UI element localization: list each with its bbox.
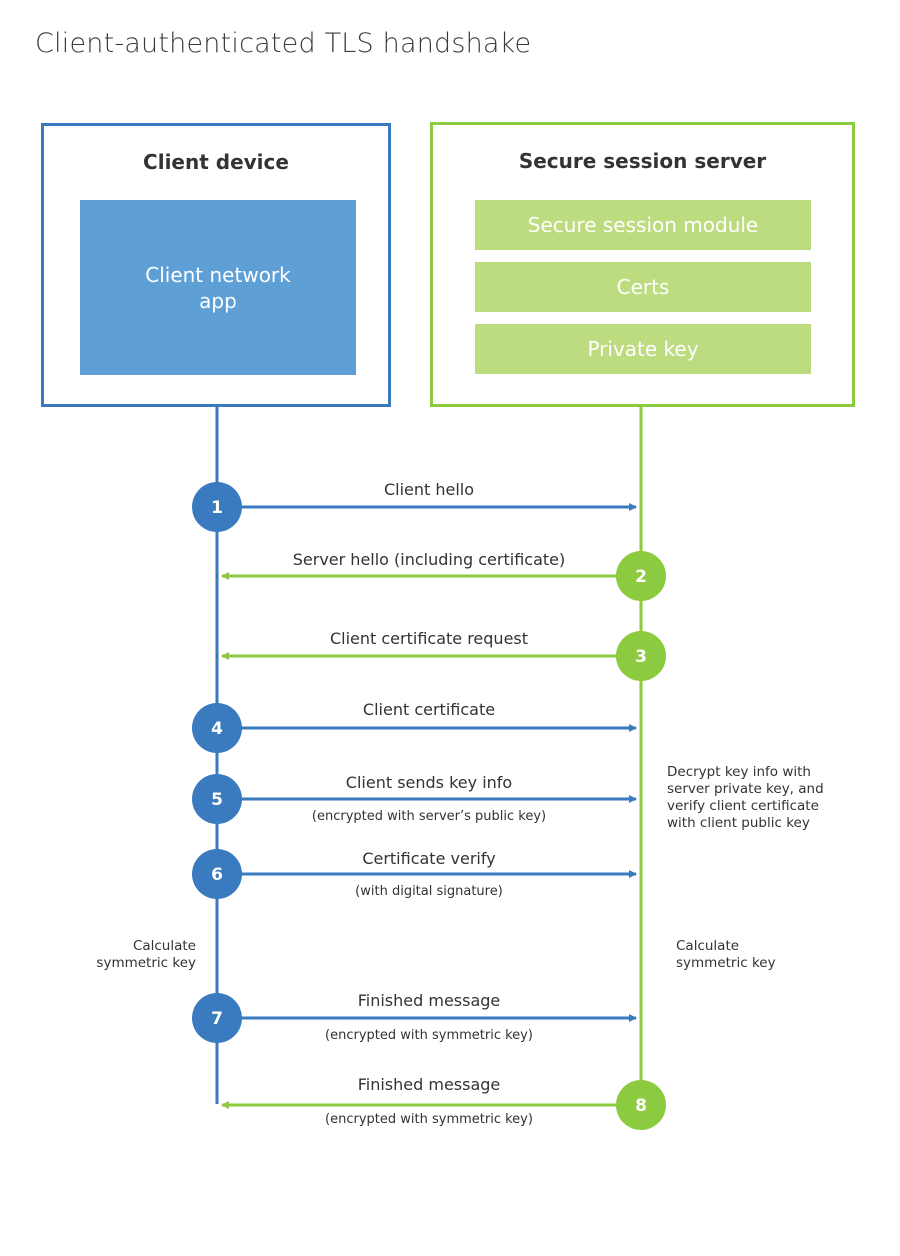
step-7-label: Finished message	[357, 991, 501, 1010]
private-key-block: Private key	[475, 324, 811, 374]
step-6-badge	[192, 849, 242, 899]
secure-session-server-box: Secure session server Secure session mod…	[430, 122, 855, 407]
client-network-app-block: Client network app	[80, 200, 356, 375]
step-1-label: Client hello	[383, 480, 475, 499]
step-5-badge	[192, 774, 242, 824]
step-8-badge	[616, 1080, 666, 1130]
server-calculate-note: Calculate symmetric key	[676, 938, 776, 971]
step-1-number: 1	[211, 498, 223, 518]
step-4-badge	[192, 703, 242, 753]
step-7-sublabel: (encrypted with symmetric key)	[325, 1028, 533, 1043]
step-2-label: Server hello (including certificate)	[292, 550, 566, 569]
step-5-number: 5	[211, 790, 223, 810]
step-7-badge	[192, 993, 242, 1043]
step-5-sublabel: (encrypted with server’s public key)	[311, 809, 547, 824]
secure-session-module-block: Secure session module	[475, 200, 811, 250]
client-calculate-note: Calculate symmetric key	[96, 938, 196, 971]
diagram-title: Client-authenticated TLS handshake	[35, 28, 532, 59]
certs-block: Certs	[475, 262, 811, 312]
step-6-sublabel: (with digital signature)	[355, 884, 503, 899]
step-6-number: 6	[211, 865, 223, 885]
step-2-number: 2	[635, 567, 647, 587]
step-8-number: 8	[635, 1096, 647, 1116]
step-3-label: Client certificate request	[329, 629, 529, 648]
step-8-sublabel: (encrypted with symmetric key)	[325, 1112, 533, 1127]
client-device-box: Client device Client network app	[41, 123, 391, 407]
step-7-number: 7	[211, 1009, 223, 1029]
client-network-app-label: Client network app	[145, 262, 291, 313]
step-3-badge	[616, 631, 666, 681]
step-4-label: Client certificate	[362, 700, 496, 719]
step-3-number: 3	[635, 647, 647, 667]
client-device-heading: Client device	[143, 150, 289, 174]
step-6-label: Certificate verify	[362, 849, 496, 868]
step-8-label: Finished message	[357, 1075, 501, 1094]
step-2-badge	[616, 551, 666, 601]
server-decrypt-note: Decrypt key info with server private key…	[667, 764, 824, 831]
step-5-label: Client sends key info	[345, 773, 513, 792]
step-1-badge	[192, 482, 242, 532]
server-heading: Secure session server	[518, 149, 767, 173]
step-4-number: 4	[211, 719, 223, 739]
